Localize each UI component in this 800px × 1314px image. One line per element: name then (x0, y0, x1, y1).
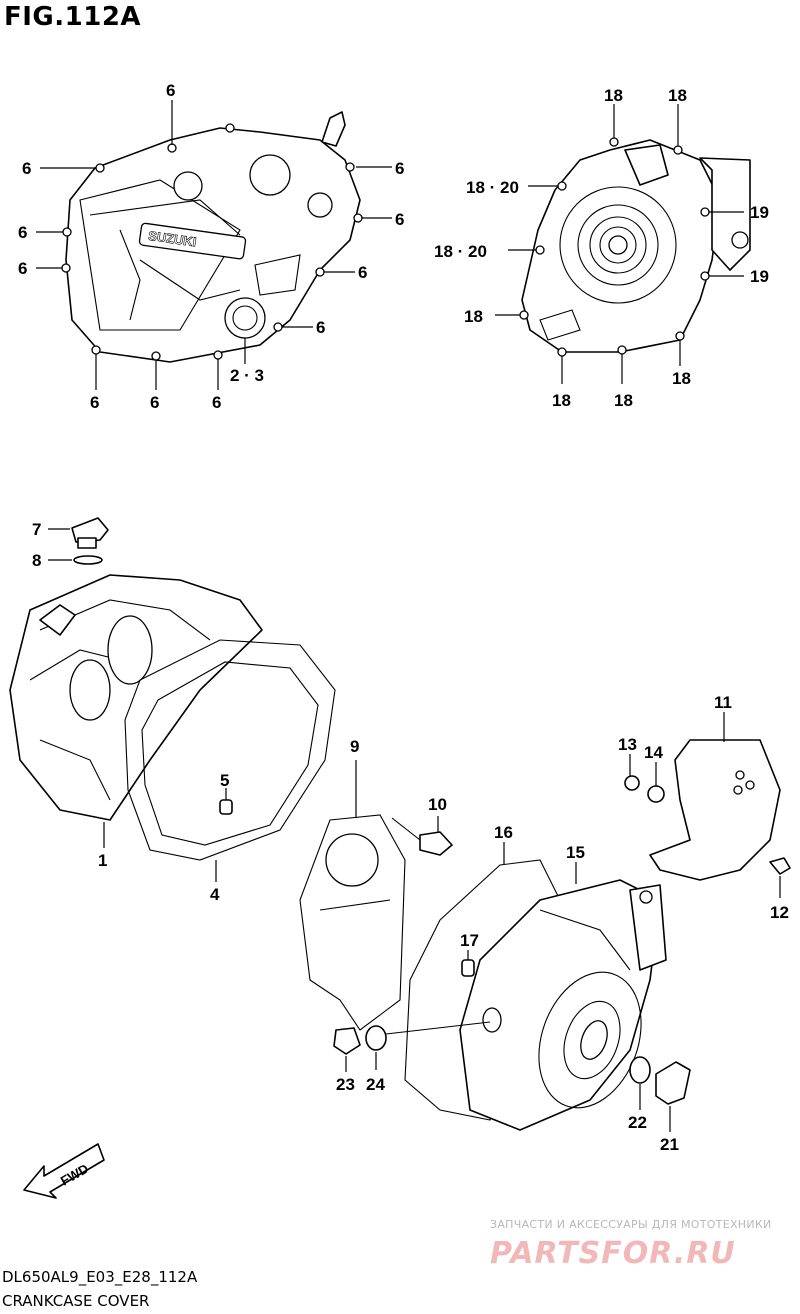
part-13-dowel (624, 775, 640, 791)
part-12-bolt (769, 857, 791, 875)
callout-2-3: 2 · 3 (230, 366, 264, 385)
callout-6-left-3: 6 (18, 259, 27, 278)
callout-18-bottom-2: 18 (614, 391, 633, 410)
callout-5: 5 (220, 771, 229, 790)
callout-18-bottom-1: 18 (552, 391, 571, 410)
part-7-oil-filler-cap (71, 517, 109, 549)
watermark-logo: PARTSFOR.RU (490, 1236, 736, 1271)
callout-6-bottom-2: 6 (150, 393, 159, 412)
callout-7: 7 (32, 520, 41, 539)
callout-6-left-2: 6 (18, 223, 27, 242)
forward-direction-arrow: FWD (23, 1143, 105, 1199)
callout-22: 22 (628, 1113, 647, 1132)
callout-19-lower: 19 (750, 267, 769, 286)
callout-12: 12 (770, 903, 789, 922)
callout-18-top-1: 18 (604, 86, 623, 105)
callout-8: 8 (32, 551, 41, 570)
part-4-clutch-cover-gasket (124, 639, 336, 861)
callout-6-bottom-3: 6 (212, 393, 221, 412)
callout-6-top: 6 (166, 81, 175, 100)
callout-24: 24 (366, 1075, 385, 1094)
part-23-plug (333, 1027, 361, 1055)
callout-6-right-1: 6 (395, 159, 404, 178)
callout-1: 1 (98, 851, 107, 870)
callout-6-left-1: 6 (22, 159, 31, 178)
callout-18-left: 18 (464, 307, 483, 326)
callout-14: 14 (644, 743, 663, 762)
figure-name: CRANKCASE COVER (2, 1292, 150, 1310)
part-1-clutch-cover (9, 574, 263, 821)
callout-9: 9 (350, 737, 359, 756)
callout-6-right-3: 6 (358, 263, 367, 282)
callout-19-upper: 19 (750, 203, 769, 222)
part-10-bolt (391, 817, 453, 856)
part-8-o-ring (73, 555, 103, 565)
callout-6-right-4: 6 (316, 318, 325, 337)
callout-10: 10 (428, 795, 447, 814)
callout-16: 16 (494, 823, 513, 842)
figure-title: FIG.112A (4, 2, 142, 32)
part-11-sprocket-cover (649, 739, 781, 881)
magneto-cover-view (495, 104, 751, 384)
figure-code: DL650AL9_E03_E28_112A (2, 1268, 198, 1286)
callout-18-20-upper: 18 · 20 (466, 178, 519, 197)
callout-11: 11 (714, 693, 732, 712)
callout-13: 13 (618, 735, 637, 754)
callout-6-bottom-1: 6 (90, 393, 99, 412)
callout-15: 15 (566, 843, 585, 862)
part-21-plug (655, 1061, 691, 1105)
part-5-dowel-pin (219, 799, 233, 815)
part-17-dowel-pin (461, 959, 475, 977)
part-24-gasket (365, 1025, 387, 1051)
callout-18-top-2: 18 (668, 86, 687, 105)
callout-6-right-2: 6 (395, 210, 404, 229)
callout-18-20-lower: 18 · 20 (434, 242, 487, 261)
part-14-o-ring (647, 785, 665, 803)
brand-logo: SUZUKI (147, 228, 197, 250)
part-15-magneto-cover (459, 879, 667, 1131)
callout-23: 23 (336, 1075, 355, 1094)
part-22-o-ring (629, 1056, 651, 1084)
callout-21: 21 (660, 1135, 679, 1154)
watermark-tagline: ЗАПЧАСТИ И АКСЕССУАРЫ ДЛЯ МОТОТЕХНИКИ (490, 1218, 772, 1231)
part-9-gasket (299, 814, 406, 1031)
clutch-cover-view: SUZUKI (36, 100, 392, 390)
callout-18-right-low: 18 (672, 369, 691, 388)
callout-17: 17 (460, 931, 479, 950)
callout-4: 4 (210, 885, 220, 904)
